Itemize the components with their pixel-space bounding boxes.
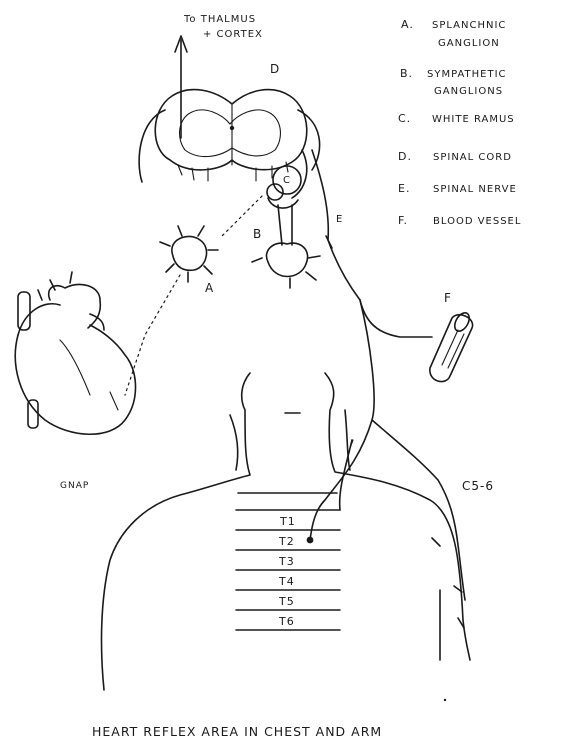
thalamus-label-line2: + CORTEX bbox=[203, 29, 263, 40]
marker-b: B bbox=[253, 227, 262, 241]
segment-t1: T1 bbox=[279, 515, 296, 528]
svg-text:A.: A. bbox=[401, 18, 414, 31]
sympathetic-ganglion bbox=[252, 205, 320, 288]
thalamus-label-line1: To THALMUS bbox=[183, 14, 256, 25]
legend: A. SPLANCHNIC GANGLION B. SYMPATHETIC GA… bbox=[398, 18, 521, 227]
marker-d: D bbox=[270, 62, 280, 76]
svg-text:WHITE RAMUS: WHITE RAMUS bbox=[432, 114, 515, 125]
splanchnic-ganglion bbox=[160, 226, 218, 282]
segment-t5: T5 bbox=[278, 595, 295, 608]
legend-item-c: C. WHITE RAMUS bbox=[398, 112, 515, 125]
svg-text:SYMPATHETIC: SYMPATHETIC bbox=[427, 69, 507, 80]
svg-text:D.: D. bbox=[398, 150, 412, 163]
artist-signature: GNAP bbox=[60, 481, 89, 491]
svg-text:GANGLIONS: GANGLIONS bbox=[434, 86, 503, 97]
marker-f: F bbox=[444, 291, 452, 305]
segment-t6: T6 bbox=[278, 615, 295, 628]
segment-labels: T1 T2 T3 T4 T5 T6 bbox=[278, 515, 296, 628]
svg-text:B.: B. bbox=[400, 67, 413, 80]
blood-vessel bbox=[360, 300, 473, 382]
svg-text:GANGLION: GANGLION bbox=[438, 38, 500, 49]
referred-pain-nerve-paths bbox=[307, 300, 465, 628]
dermatome-label: C5-6 bbox=[462, 479, 494, 493]
marker-a: A bbox=[205, 281, 214, 295]
svg-text:C.: C. bbox=[398, 112, 411, 125]
svg-text:SPLANCHNIC: SPLANCHNIC bbox=[432, 20, 506, 31]
spinal-nerve bbox=[312, 150, 360, 300]
svg-text:BLOOD VESSEL: BLOOD VESSEL bbox=[433, 216, 521, 227]
svg-text:SPINAL CORD: SPINAL CORD bbox=[433, 152, 512, 163]
svg-text:SPINAL NERVE: SPINAL NERVE bbox=[433, 184, 517, 195]
marker-e: E bbox=[336, 214, 343, 225]
legend-item-f: F. BLOOD VESSEL bbox=[398, 214, 521, 227]
segment-t3: T3 bbox=[278, 555, 295, 568]
visceral-afferent-dotted-path bbox=[125, 196, 262, 395]
spinal-cord bbox=[139, 90, 320, 182]
legend-item-a: A. SPLANCHNIC GANGLION bbox=[401, 18, 506, 49]
body-outline bbox=[102, 373, 470, 690]
figure-caption: HEART REFLEX AREA IN CHEST AND ARM bbox=[92, 724, 382, 739]
legend-item-e: E. SPINAL NERVE bbox=[398, 182, 517, 195]
legend-item-d: D. SPINAL CORD bbox=[398, 150, 512, 163]
svg-text:F.: F. bbox=[398, 214, 408, 227]
heart bbox=[15, 272, 135, 434]
legend-item-b: B. SYMPATHETIC GANGLIONS bbox=[400, 67, 507, 97]
segment-t2: T2 bbox=[278, 535, 295, 548]
svg-text:E.: E. bbox=[398, 182, 410, 195]
marker-c: C bbox=[283, 175, 291, 186]
segment-t4: T4 bbox=[278, 575, 295, 588]
